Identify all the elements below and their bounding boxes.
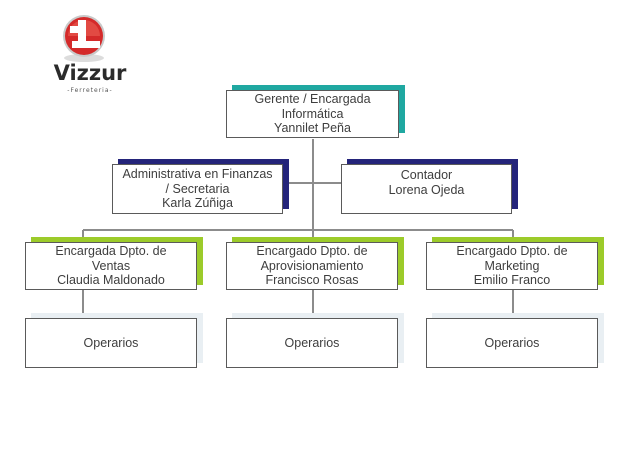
node-line: / Secretaria — [165, 181, 230, 196]
node-finance-admin: Administrativa en Finanzas / Secretaria … — [112, 164, 283, 214]
node-dept-marketing: Encargado Dpto. de Marketing Emilio Fran… — [426, 242, 598, 290]
node-line: Lorena Ojeda — [388, 182, 465, 197]
node-line: Operarios — [83, 335, 139, 350]
node-line: Marketing — [484, 258, 540, 273]
node-line: Operarios — [484, 335, 540, 350]
node-dept-procurement: Encargado Dpto. de Aprovisionamiento Fra… — [226, 242, 398, 290]
company-logo: Vizzur -Ferreteria- — [50, 14, 130, 98]
node-line: Yannilet Peña — [274, 121, 351, 136]
node-line: Karla Zúñiga — [162, 196, 233, 211]
node-accountant: Contador Lorena Ojeda — [341, 164, 512, 214]
node-line: Administrativa en Finanzas — [122, 167, 273, 182]
node-dept-sales: Encargada Dpto. de Ventas Claudia Maldon… — [25, 242, 197, 290]
node-line: Gerente / Encargada — [254, 92, 371, 107]
logo-subtitle: -Ferreteria- — [67, 87, 113, 94]
node-line: Operarios — [284, 335, 340, 350]
node-line: Contador — [400, 168, 453, 182]
node-operators-procurement: Operarios — [226, 318, 398, 368]
node-line: Encargado Dpto. de — [256, 244, 368, 259]
node-line: Informática — [281, 106, 344, 121]
logo-name: Vizzur — [53, 61, 127, 85]
node-line: Aprovisionamiento — [260, 258, 364, 273]
logo-mark-icon — [63, 15, 105, 62]
node-line: Encargada Dpto. de — [55, 244, 167, 259]
node-operators-marketing: Operarios — [426, 318, 598, 368]
node-operators-sales: Operarios — [25, 318, 197, 368]
node-line: Claudia Maldonado — [57, 273, 165, 288]
node-line: Encargado Dpto. de — [456, 244, 568, 259]
node-general-manager: Gerente / Encargada Informática Yannilet… — [226, 90, 399, 138]
node-line: Francisco Rosas — [265, 273, 359, 288]
node-line: Emilio Franco — [473, 273, 551, 288]
node-line: Ventas — [91, 258, 131, 273]
